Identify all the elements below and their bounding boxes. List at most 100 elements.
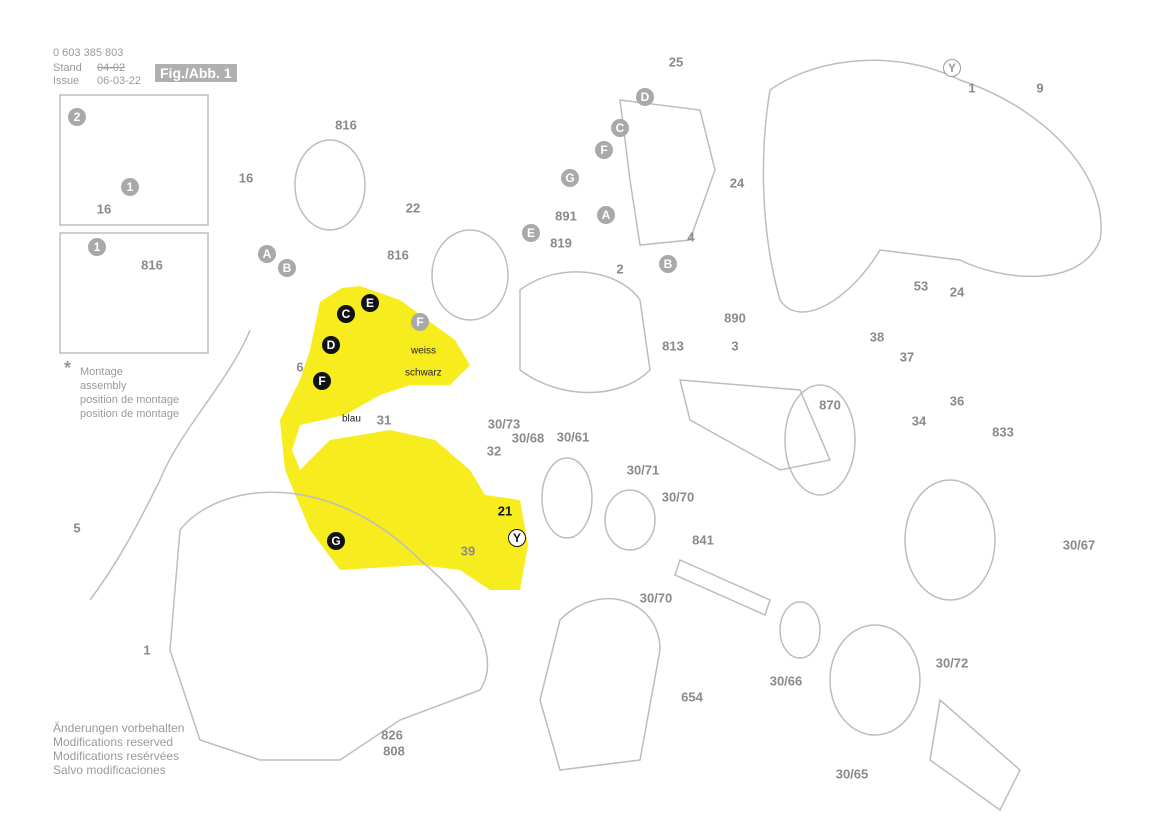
- inset-step-1: 1: [121, 178, 139, 196]
- marker-e: E: [522, 224, 540, 242]
- part-label: 816: [335, 117, 357, 133]
- part-label: 21: [497, 503, 513, 519]
- part-label: 30/70: [639, 590, 673, 606]
- part-label: 32: [486, 443, 502, 459]
- part-label: 24: [729, 175, 745, 191]
- assembly-note-line: assembly: [80, 380, 127, 392]
- chuck: [929, 698, 1021, 812]
- marker-b: B: [278, 259, 296, 277]
- part-label: 819: [550, 235, 572, 251]
- inset-box-1: [59, 94, 209, 226]
- highlight-switch-assembly: [280, 286, 528, 590]
- part-label: 4: [687, 229, 695, 245]
- part-label: 31: [376, 412, 392, 428]
- part-label: 1: [968, 80, 976, 96]
- inset-part-label: 816: [141, 257, 163, 273]
- stator: [519, 271, 651, 394]
- marker-d: D: [322, 336, 340, 354]
- part-label: 25: [668, 54, 684, 70]
- footer-line: Änderungen vorbehalten: [53, 721, 185, 735]
- assembly-note-line: Montage: [80, 366, 123, 378]
- marker-y: Y: [943, 59, 961, 77]
- part-label: 833: [992, 424, 1014, 440]
- part-label: 24: [949, 284, 965, 300]
- part-label: 6: [296, 359, 304, 375]
- wire-label-schwarz: schwarz: [405, 367, 442, 379]
- part-label: 22: [405, 200, 421, 216]
- bearing-30-71: [604, 489, 656, 551]
- inset-box-2: [59, 232, 209, 354]
- marker-f: F: [595, 141, 613, 159]
- part-label: 53: [913, 278, 929, 294]
- inset-step-2: 2: [68, 108, 86, 126]
- part-label: 890: [724, 310, 746, 326]
- figure-label: Fig./Abb. 1: [155, 64, 237, 82]
- part-label: 808: [383, 743, 405, 759]
- part-label: 30/65: [835, 766, 869, 782]
- part-label: 841: [692, 532, 714, 548]
- inset-step-1: 1: [88, 238, 106, 256]
- stand-label: Stand: [53, 62, 82, 74]
- wire-label-weiss: weiss: [411, 345, 437, 357]
- part-label: 813: [662, 338, 684, 354]
- assembly-note-line: position de montage: [80, 408, 180, 420]
- marker-c: C: [337, 305, 355, 323]
- part-label: 3: [731, 338, 739, 354]
- part-label: 654: [681, 689, 703, 705]
- footer-line: Modifications resérvées: [53, 749, 180, 763]
- gear-housing-cover: [904, 479, 996, 601]
- brush-holder: [294, 139, 366, 231]
- part-number: 0 603 385 803: [53, 47, 124, 59]
- part-label: 30/68: [511, 430, 545, 446]
- gear-housing: [829, 624, 921, 736]
- part-label: 30/66: [769, 673, 803, 689]
- issue-date: 06-03-22: [97, 75, 142, 87]
- part-label: 38: [869, 329, 885, 345]
- wire-label-blau: blau: [342, 413, 361, 425]
- spindle: [674, 558, 771, 617]
- footer-line: Modifications reserved: [53, 735, 174, 749]
- part-label: 37: [899, 349, 915, 365]
- part-label: 39: [460, 543, 476, 559]
- part-label: 16: [238, 170, 254, 186]
- housing-half: [762, 59, 1102, 313]
- part-label: 9: [1036, 80, 1044, 96]
- part-label: 891: [555, 208, 577, 224]
- part-label: 30/67: [1062, 537, 1096, 553]
- part-label: 5: [73, 520, 81, 536]
- bearing-30-66: [779, 601, 821, 659]
- fan: [784, 384, 856, 496]
- assembly-note-line: position de montage: [80, 394, 180, 406]
- power-cord: [89, 329, 251, 601]
- marker-e: E: [361, 294, 379, 312]
- part-label: 2: [616, 261, 624, 277]
- gear: [541, 457, 593, 539]
- part-label: 870: [819, 397, 841, 413]
- part-label: 30/73: [487, 416, 521, 432]
- part-label: 1: [143, 642, 151, 658]
- marker-a: A: [597, 206, 615, 224]
- drill-housing: [169, 491, 489, 761]
- brush-ring: [431, 229, 509, 321]
- issue-label: Issue: [53, 75, 80, 87]
- part-label: 30/72: [935, 655, 969, 671]
- part-label: 34: [911, 413, 927, 429]
- part-label: 30/70: [661, 489, 695, 505]
- marker-a: A: [258, 245, 276, 263]
- marker-g: G: [561, 169, 579, 187]
- part-label: 30/71: [626, 462, 660, 478]
- auxiliary-handle: [539, 597, 661, 771]
- marker-y: Y: [508, 529, 526, 547]
- marker-f: F: [411, 313, 429, 331]
- marker-d: D: [636, 88, 654, 106]
- part-label: 816: [387, 247, 409, 263]
- old-date: 04-02: [97, 62, 126, 74]
- marker-g: G: [327, 532, 345, 550]
- marker-b: B: [659, 255, 677, 273]
- assembly-star: *: [64, 358, 72, 378]
- part-label: 36: [949, 393, 965, 409]
- part-label: 826: [381, 727, 403, 743]
- inset-part-label: 16: [96, 201, 112, 217]
